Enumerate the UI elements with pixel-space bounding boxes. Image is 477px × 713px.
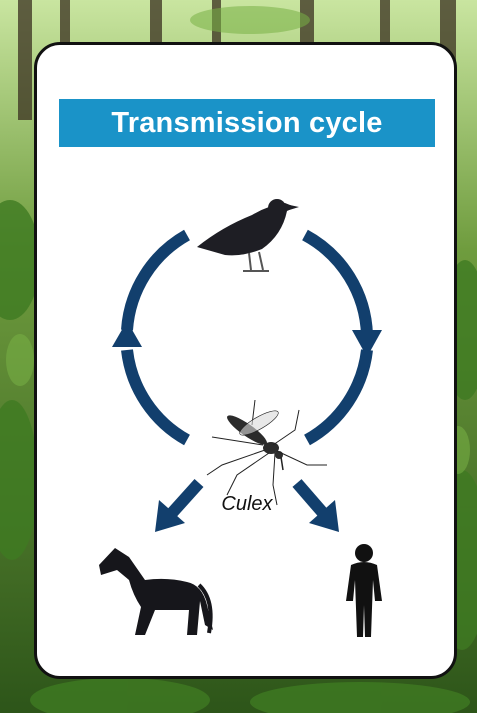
cycle-arrow-right-icon (305, 235, 367, 335)
vector-label: Culex (207, 493, 287, 516)
human-icon (346, 544, 382, 637)
diagram-title: Transmission cycle (111, 107, 382, 140)
arrow-to-human-icon (297, 483, 323, 513)
title-bar: Transmission cycle (59, 99, 435, 147)
cycle-arrow-left-icon (127, 350, 187, 440)
horse-icon (99, 548, 213, 635)
arrow-to-horse-icon (172, 483, 199, 513)
diagram-card: Transmission cycle Culex (34, 42, 457, 679)
crow-icon (197, 199, 299, 271)
